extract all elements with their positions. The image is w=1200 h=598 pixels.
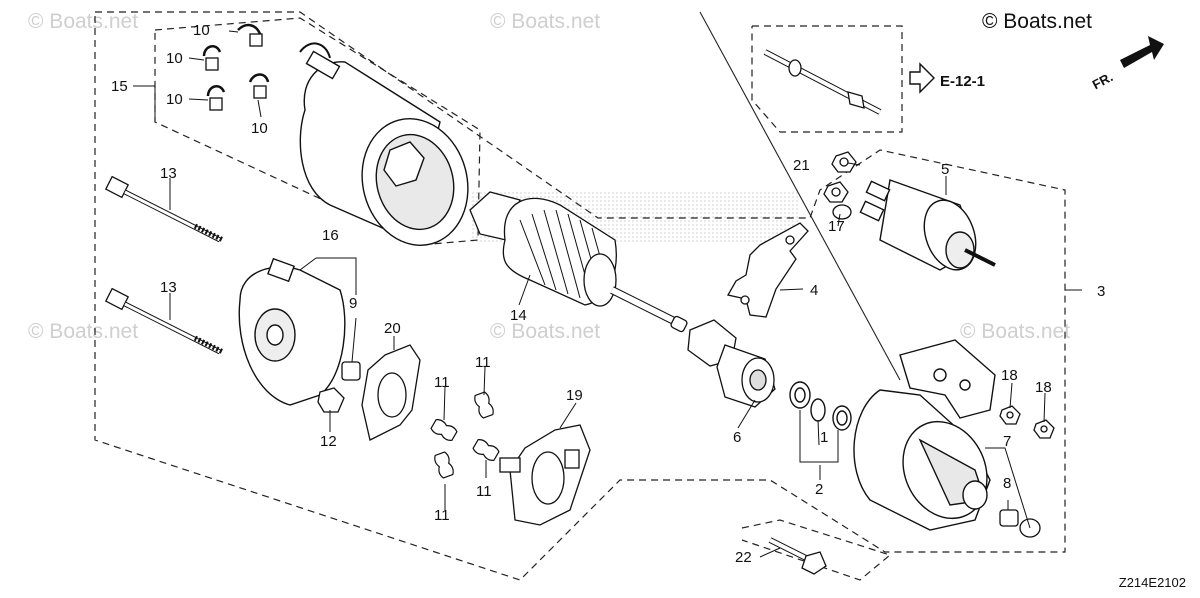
callout: 10 [193,22,210,39]
watermark-group: © Boats.net © Boats.net © Boats.net © Bo… [28,10,1070,343]
pinion-drive [687,319,776,408]
callout: 9 [349,295,357,312]
callout: 17 [828,218,845,235]
yoke-housing [299,42,469,246]
callout: 8 [1003,475,1011,492]
brush-plate [361,344,421,441]
nut-17 [823,181,852,220]
callout: 11 [475,354,491,371]
callout: 12 [320,433,337,450]
rear-cover [238,257,346,406]
fr-direction: FR. [1090,36,1164,92]
callout: 20 [384,320,401,337]
watermark: © Boats.net [490,320,600,343]
callout: 15 [111,78,128,95]
callout: 10 [166,50,183,67]
callout: 5 [941,161,949,178]
diagram-code: Z214E2102 [1118,575,1186,590]
callout: 22 [735,549,752,566]
through-bolt-lower [104,287,225,355]
reference-line [699,11,901,381]
callout: 19 [566,387,583,404]
watermark: © Boats.net [960,320,1070,343]
callout: 10 [251,120,268,137]
callout: 7 [1003,433,1011,450]
callout: 13 [160,279,177,296]
brush-set [202,23,270,111]
callout: 6 [733,429,741,446]
callout: 13 [160,165,177,182]
solenoid [859,179,996,271]
callout: 21 [793,157,810,174]
callout: 3 [1097,283,1105,300]
callout: 11 [476,483,492,500]
callout-labels: 1 2 3 4 5 6 7 8 9 10 10 10 10 11 11 11 1… [111,22,1105,566]
bolt-22 [768,537,827,575]
springs [430,391,500,479]
callout: 18 [1001,367,1018,384]
leader-lines [133,30,1082,558]
callout: 1 [820,429,828,446]
through-bolt-upper [104,175,225,243]
reference-label: E-12-1 [940,73,985,90]
bushing-cap [999,509,1041,538]
armature [469,191,688,333]
brush-holder [499,424,591,526]
bushing-9 [341,361,361,381]
watermark: © Boats.net [28,10,138,33]
callout: 4 [810,282,818,299]
callout: 14 [510,307,527,324]
direction-label: FR. [1090,69,1116,92]
callout: 2 [815,481,823,498]
shift-lever [726,222,809,318]
copyright-text: © Boats.net [981,10,1092,33]
callout: 11 [434,507,450,524]
callout: 10 [166,91,183,108]
front-housing [853,339,996,531]
callout: 16 [322,227,339,244]
reference-bolt [763,49,882,115]
nut-21 [831,151,857,173]
callout: 11 [434,374,450,391]
callout: 18 [1035,379,1052,396]
grommet-12 [317,387,345,413]
watermark: © Boats.net [490,10,600,33]
watermark: © Boats.net [28,320,138,343]
stop-rings [789,381,852,431]
nut-18-a [999,405,1021,425]
reference-arrow [909,62,935,94]
nut-18-b [1033,419,1055,439]
